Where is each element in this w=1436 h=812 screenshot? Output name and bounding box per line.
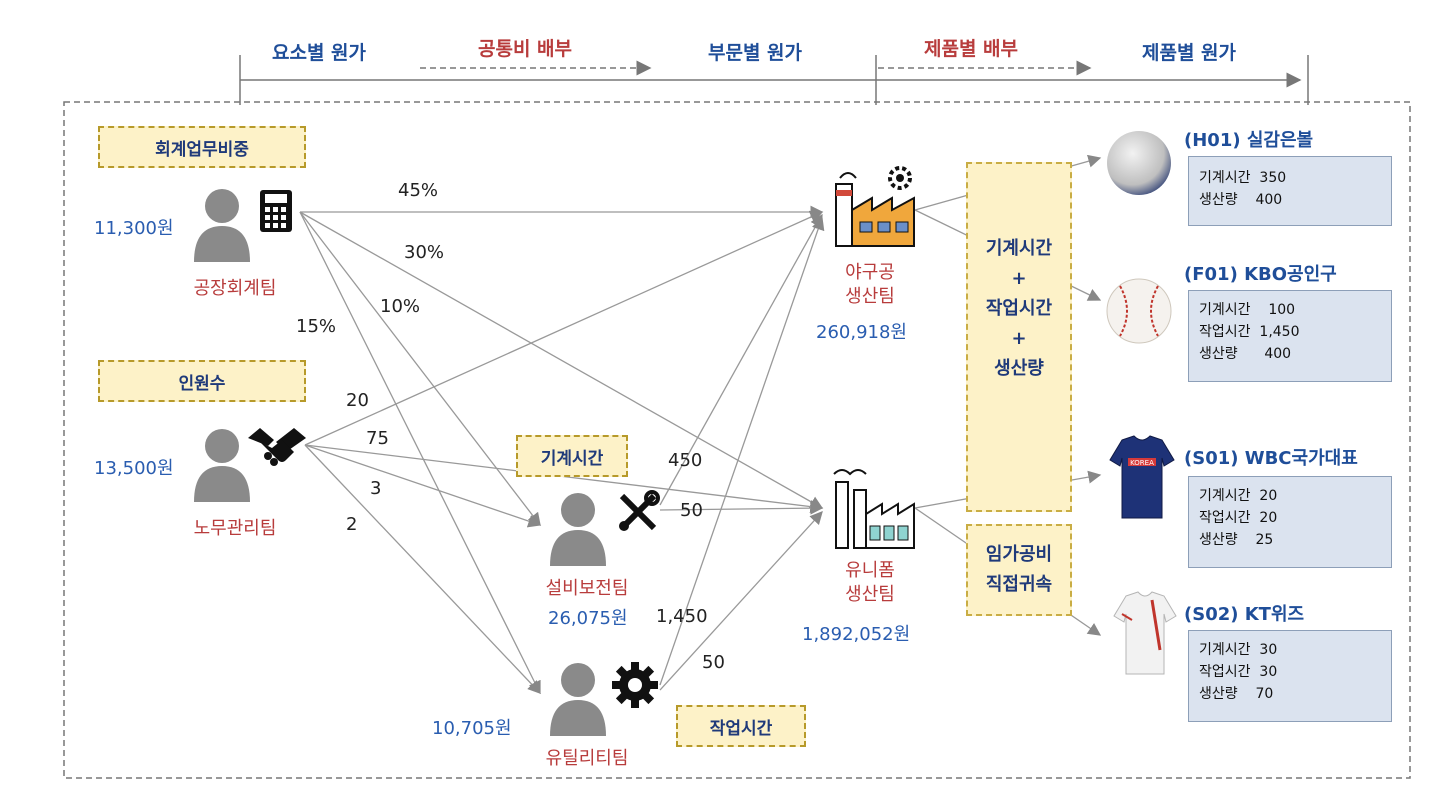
edge-label: 45%	[398, 180, 439, 201]
outer-frame	[63, 101, 1411, 779]
product-info-row: 생산량 70	[1199, 686, 1274, 702]
header-timeline	[239, 55, 1309, 105]
product-info-box: 기계시간 350 생산량 400	[1188, 156, 1392, 226]
edge-label: 50	[680, 500, 703, 521]
maintenance-cost: 26,075원	[548, 608, 628, 629]
product-name: (H01) 실감은볼	[1184, 130, 1314, 151]
svg-text:KOREA: KOREA	[1130, 459, 1154, 467]
uniform-team-line1: 유니폼	[845, 560, 895, 581]
product-info-row: 생산량 400	[1199, 346, 1292, 362]
person-icon	[194, 189, 250, 262]
uniform-team-line2: 생산팀	[845, 584, 895, 605]
product-info-row: 생산량 400	[1199, 192, 1283, 208]
product-info-box: 기계시간 30 작업시간 30 생산량 70	[1188, 630, 1392, 722]
edge-label: 3	[370, 478, 382, 499]
product-name: (S02) KT위즈	[1184, 604, 1305, 625]
product-allocation-basis: 기계시간 + 작업시간 + 생산량	[966, 162, 1072, 512]
baseball-team-line2: 생산팀	[845, 286, 895, 307]
stage-product-allocation: 제품별 배부	[924, 38, 1019, 60]
basis-line: 작업시간	[985, 298, 1053, 319]
stage-department-cost: 부문별 원가	[708, 42, 803, 64]
basis-machine-hours: 기계시간	[516, 435, 628, 477]
edge-label: 30%	[404, 242, 445, 263]
product-info-row: 기계시간 100	[1199, 302, 1296, 318]
direct-line: 임가공비	[985, 544, 1053, 565]
edge-label: 50	[702, 652, 725, 673]
product-info-row: 작업시간 30	[1199, 664, 1278, 680]
edge-label: 1,450	[656, 606, 708, 627]
stage-common-allocation: 공통비 배부	[478, 38, 573, 60]
basis-accounting-share: 회계업무비중	[98, 126, 306, 168]
factory-accounting-team: 공장회계팀	[193, 278, 277, 299]
basis-line: 기계시간	[985, 238, 1053, 259]
jersey-image	[1113, 591, 1177, 675]
person-icon	[550, 493, 606, 566]
stage-element-cost: 요소별 원가	[272, 42, 367, 64]
product-info-row: 기계시간 350	[1199, 170, 1287, 186]
calculator-icon	[260, 190, 292, 232]
edge-label: 450	[668, 450, 703, 471]
product-name: (S01) WBC국가대표	[1184, 448, 1358, 469]
baseball-team-line1: 야구공	[845, 262, 895, 283]
person-icon	[550, 663, 606, 736]
maintenance-team: 설비보전팀	[545, 578, 629, 599]
basis-line: +	[1011, 328, 1027, 349]
edge-label: 15%	[296, 316, 337, 337]
wrench-screwdriver-icon	[619, 490, 660, 531]
edge-label: 10%	[380, 296, 421, 317]
baseball-team-cost: 260,918원	[816, 322, 907, 343]
product-name: (F01) KBO공인구	[1184, 264, 1337, 285]
stage-product-cost: 제품별 원가	[1142, 42, 1237, 64]
product-info-box: 기계시간 20 작업시간 20 생산량 25	[1188, 476, 1392, 568]
product-info-row: 작업시간 1,450	[1199, 324, 1300, 340]
edge-label: 20	[346, 390, 369, 411]
handshake-icon	[248, 428, 306, 466]
direct-line: 직접귀속	[985, 574, 1053, 595]
utility-cost: 10,705원	[432, 718, 512, 739]
product-info-box: 기계시간 100 작업시간 1,450 생산량 400	[1188, 290, 1392, 382]
utility-team: 유틸리티팀	[545, 748, 629, 769]
product-info-row: 기계시간 20	[1199, 488, 1278, 504]
jersey-image: KOREA	[1109, 435, 1175, 519]
factory-icon	[835, 166, 915, 247]
basis-headcount: 인원수	[98, 360, 306, 402]
labor-mgmt-cost: 13,500원	[94, 458, 174, 479]
basis-work-hours: 작업시간	[676, 705, 806, 747]
edge-label: 2	[346, 514, 358, 535]
product-info-row: 생산량 25	[1199, 532, 1274, 548]
product-info-row: 기계시간 30	[1199, 642, 1278, 658]
basis-line: +	[1011, 268, 1027, 289]
labor-mgmt-team: 노무관리팀	[193, 518, 277, 539]
ball-image	[1107, 131, 1171, 195]
factory-icon	[833, 469, 915, 549]
person-icon	[194, 429, 250, 502]
factory-accounting-cost: 11,300원	[94, 218, 174, 239]
gear-icon	[612, 662, 658, 708]
edge-label: 75	[366, 428, 389, 449]
direct-assignment-basis: 임가공비 직접귀속	[966, 524, 1072, 616]
uniform-team-cost: 1,892,052원	[802, 624, 911, 645]
baseball-image	[1106, 278, 1172, 344]
product-info-row: 작업시간 20	[1199, 510, 1278, 526]
basis-line: 생산량	[994, 358, 1044, 379]
